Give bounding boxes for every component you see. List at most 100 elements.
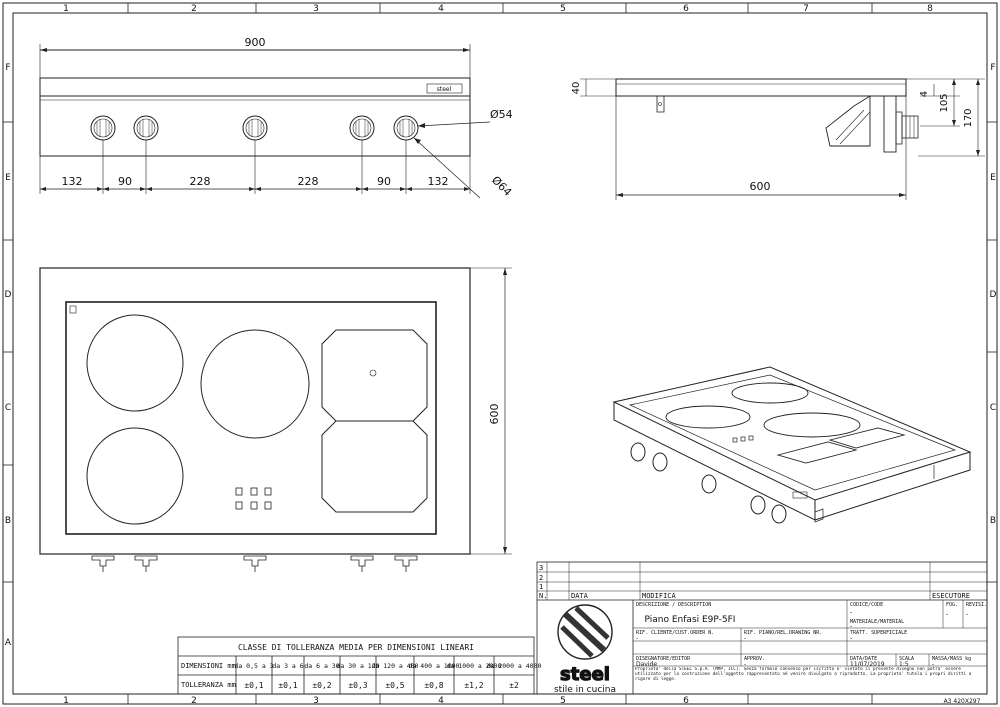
isometric-view: [612, 366, 972, 524]
codice-value: -: [850, 609, 852, 616]
front-view: 900 steel Ø54: [39, 36, 514, 199]
dim-knob-diameter: Ø54: [490, 108, 513, 121]
rif2-value: -: [744, 635, 746, 642]
row-label: B: [5, 516, 11, 526]
rif-label: RIF. CLIENTE/CUST.ORDER N.: [636, 630, 714, 636]
tolerance-value: ±0,5: [385, 681, 404, 690]
cooking-zone: [86, 314, 184, 412]
cooking-zone: [321, 420, 428, 513]
revision-number: 3: [539, 564, 543, 572]
title-block: 3 2 1 N. DATA MODIFICA ESECUTORE steel s…: [536, 561, 988, 695]
side-view: 40 4 105 170 600: [571, 78, 985, 200]
knob: [133, 115, 159, 141]
tolerance-value: ±0,8: [424, 681, 443, 690]
fog-value: -: [946, 611, 948, 618]
tolerance-value: ±0,1: [244, 681, 263, 690]
row-label: D: [5, 290, 12, 300]
revision-number: 2: [539, 574, 543, 582]
tratt-value: -: [850, 635, 852, 642]
descr-label: DESCRIZIONE / DESCRIPTION: [636, 602, 711, 608]
col-label: 5: [560, 4, 566, 14]
approv-value: -: [744, 661, 746, 668]
tolerance-value: ±0,1: [278, 681, 297, 690]
col-label: 1: [63, 696, 69, 706]
tolerance-title: CLASSE DI TOLLERANZA MEDIA PER DIMENSION…: [238, 643, 474, 652]
dim-spacing: 90: [377, 175, 391, 188]
dim-side: 170: [963, 108, 974, 127]
rev-header-esecutore: ESECUTORE: [932, 592, 970, 600]
col-label: 3: [313, 696, 319, 706]
drawing-description: Piano Enfasi E9P-5FI: [645, 615, 736, 625]
tolerance-value: ±1,2: [464, 681, 483, 690]
control-indicators: [235, 487, 272, 510]
row-label: D: [990, 290, 997, 300]
knob: [349, 115, 375, 141]
row-label: F: [990, 63, 995, 73]
disegnatore-value: Davide: [636, 661, 657, 668]
dim-side-depth: 600: [750, 180, 771, 193]
cooking-zone: [200, 329, 310, 439]
tolerance-range: da 120 a 400: [372, 662, 419, 670]
dim-side: 4: [919, 91, 930, 97]
tolerance-range: da 400 a 1000: [409, 662, 460, 670]
data-label: DATA/DATE: [850, 656, 877, 662]
massa-value: -: [932, 661, 934, 668]
tolerance-range: da 0,5 a 3: [234, 662, 273, 670]
col-label: 3: [313, 4, 319, 14]
row-label: A: [5, 638, 12, 648]
revision-number: 1: [539, 583, 543, 591]
brand-badge: [426, 83, 463, 94]
tolerance-range: da 30 a 120: [336, 662, 379, 670]
dim-spacing: 132: [428, 175, 449, 188]
sheet-format: A3 420X297: [944, 698, 981, 705]
rev-header-data: DATA: [571, 592, 589, 600]
brand-badge-text: steel: [437, 86, 452, 93]
scala-value: 1:5: [899, 661, 909, 668]
row-label: F: [5, 63, 10, 73]
materiale-label: MATERIALE/MATERIAL: [850, 619, 904, 625]
row-label: C: [5, 403, 11, 413]
tolerance-value: ±0,3: [348, 681, 367, 690]
brand-name: steel: [560, 664, 610, 685]
brand-logo: [557, 604, 613, 660]
scala-label: SCALA: [899, 656, 914, 662]
dim-spacing: 132: [62, 175, 83, 188]
col-label: 5: [560, 696, 566, 706]
materiale-value: -: [850, 623, 852, 630]
cooking-zone: [86, 427, 184, 525]
tolerance-range: da 1000 a 2000: [447, 662, 502, 670]
rev-value: -: [966, 611, 968, 618]
ownership-notice: Proprieta' della STEEL S.p.A. (MMP, ICC)…: [635, 667, 972, 682]
col-label: 6: [683, 696, 689, 706]
tolerance-row-label: DIMENSIONI mm: [181, 662, 236, 670]
rev-header-n: N.: [539, 592, 547, 600]
approv-label: APPROV.: [744, 656, 765, 662]
tolerance-value: ±2: [509, 681, 519, 690]
disegnatore-label: DISEGNATORE/EDITOR: [636, 656, 691, 662]
col-label: 1: [63, 4, 69, 14]
col-label: 2: [191, 696, 197, 706]
rev-header-modifica: MODIFICA: [642, 592, 677, 600]
fog-label: FOG.: [946, 602, 958, 608]
tolerance-range: da 2000 a 4000: [487, 662, 542, 670]
row-label: E: [990, 173, 996, 183]
tolerance-value: ±0,2: [312, 681, 331, 690]
knob: [90, 115, 116, 141]
tolerance-range: da 3 a 6: [272, 662, 303, 670]
dim-spacing: 228: [190, 175, 211, 188]
tolerance-row-label: TOLLERANZA mm: [181, 681, 236, 689]
row-label: B: [990, 516, 996, 526]
col-label: 4: [438, 696, 444, 706]
knob: [393, 115, 419, 141]
codice-label: CODICE/CODE: [850, 602, 883, 608]
row-label: C: [990, 403, 996, 413]
brand-tagline: stile in cucina: [554, 685, 616, 695]
dim-spacing: 228: [298, 175, 319, 188]
col-label: 8: [927, 4, 933, 14]
massa-label: MASSA/MASS kg: [932, 656, 971, 662]
data-value: 11/07/2019: [850, 661, 885, 668]
dim-spacing: 90: [118, 175, 132, 188]
dim-side: 105: [939, 93, 950, 112]
tolerance-table: CLASSE DI TOLLERANZA MEDIA PER DIMENSION…: [177, 636, 542, 695]
